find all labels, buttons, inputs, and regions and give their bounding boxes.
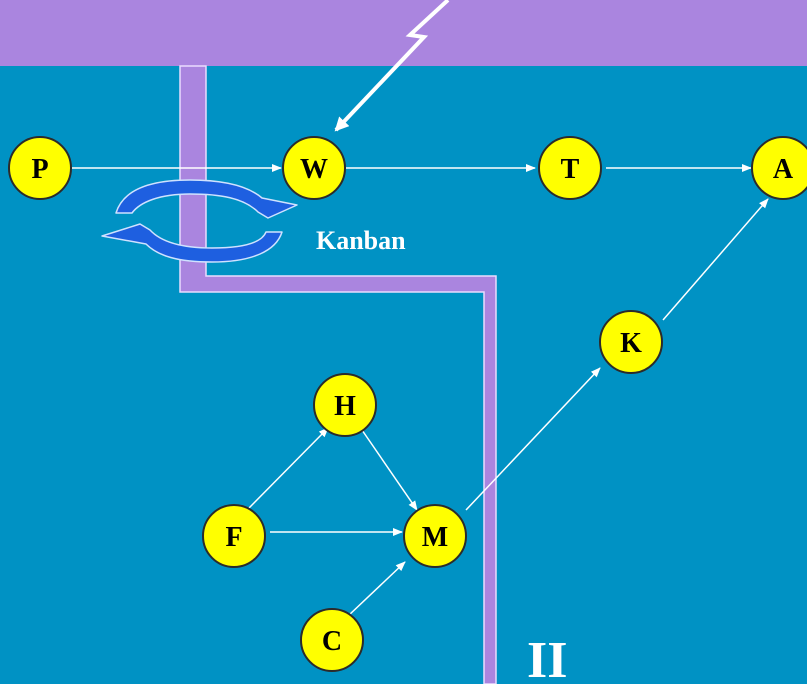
node-W-label: W [300,154,328,185]
cycle-arrow-bottom [101,223,283,263]
edge-K-A [662,198,769,321]
node-H[interactable]: H [313,373,377,437]
edge-M-K [465,367,601,511]
node-M-label: M [422,522,448,553]
edges [72,164,769,617]
node-C-label: C [322,626,342,657]
node-M[interactable]: M [403,504,467,568]
node-P[interactable]: P [8,136,72,200]
node-W[interactable]: W [282,136,346,200]
top-band [0,0,807,66]
lightning-arrow-icon [334,0,450,132]
node-K[interactable]: K [599,310,663,374]
edge-H-M [361,429,418,511]
node-K-label: K [620,328,642,359]
section-label: II [527,632,567,684]
node-F-label: F [225,522,242,553]
kanban-cycle-icon [101,179,298,263]
node-C[interactable]: C [300,608,364,672]
boundary-corridor [179,65,497,684]
edge-F-H [248,427,329,509]
node-P-label: P [31,154,48,185]
node-H-label: H [334,391,356,422]
node-A-label: A [773,154,794,185]
node-T[interactable]: T [538,136,602,200]
cycle-arrow-top [115,179,298,219]
nodes: P W T A K H F M [8,136,807,672]
edge-C-M [347,561,406,617]
node-T-label: T [561,154,580,185]
node-F[interactable]: F [202,504,266,568]
node-A[interactable]: A [751,136,807,200]
kanban-label: Kanban [316,226,406,255]
